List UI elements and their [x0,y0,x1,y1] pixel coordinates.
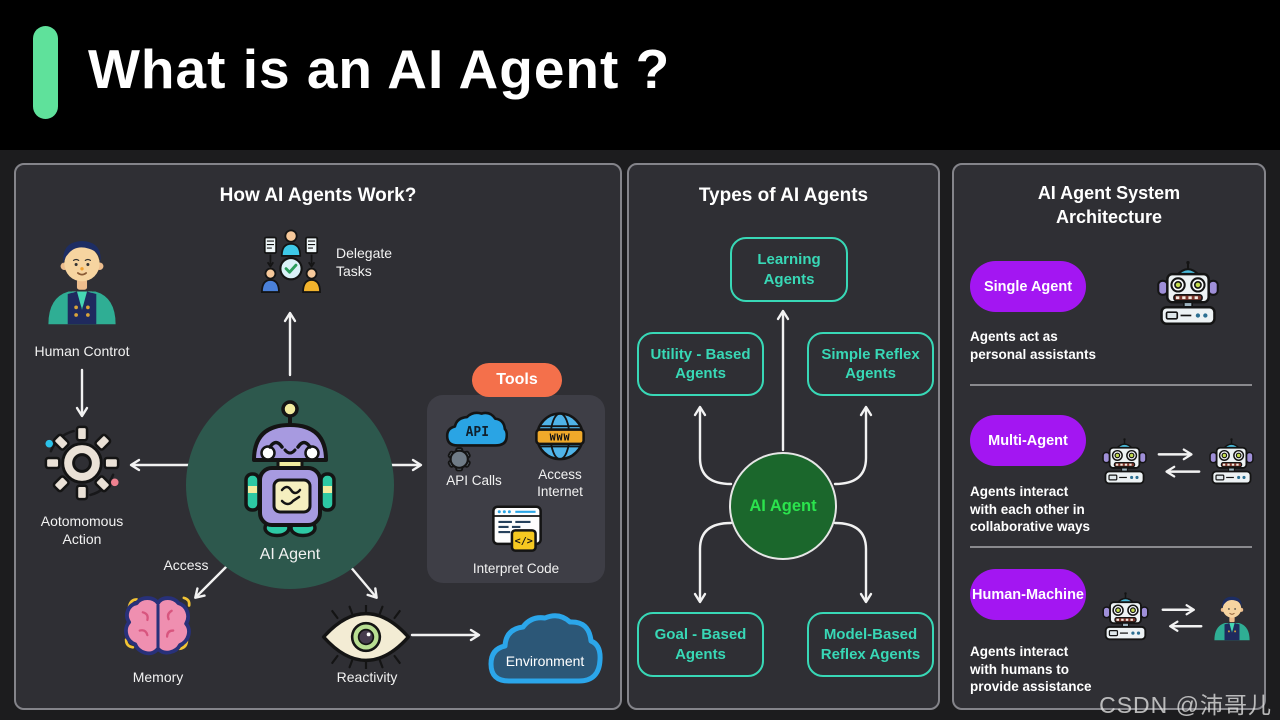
box-utility-based-agents: Utility - Based Agents [637,332,764,396]
cloud-icon [488,613,603,684]
accent-bar [33,26,58,119]
panel-how-ai-agents-work: How AI Agents Work? [14,163,622,710]
autonomous-action-label: Aotomomous Action [40,513,124,547]
api-calls-icon: API [445,411,508,472]
box-goal-based-agents: Goal - Based Agents [637,612,764,677]
environment-label: Environment [505,653,585,669]
divider-2 [970,546,1252,548]
code-badge-text: </> [515,536,533,547]
api-badge-text: API [466,425,489,440]
human-machine-person-icon [1214,596,1250,641]
ai-agent-label: AI Agent [259,546,321,563]
single-agent-robot-icon [1157,260,1219,325]
www-badge-text: WWW [550,433,571,444]
multi-agent-exchange-arrows [1157,448,1201,478]
human-machine-robot-icon [1102,592,1149,641]
ai-agent-robot-icon [244,400,336,538]
human-control-label: Human Controt [34,343,130,359]
reactivity-eye-icon [321,605,411,669]
tools-pill: Tools [472,363,562,397]
panel-architecture: AI Agent System Architecture Single Agen… [952,163,1266,710]
reactivity-label: Reactivity [336,669,398,685]
page-title: What is an AI Agent ? [88,38,671,100]
multi-agent-pill: Multi-Agent [970,415,1086,466]
panel-types-of-agents: Types of AI Agents Learning Agents Utili… [627,163,940,710]
api-calls-label: API Calls [446,473,502,488]
environment-cloud: Environment [483,609,607,689]
divider-1 [970,384,1252,386]
memory-label: Memory [132,669,184,685]
human-control-icon [48,241,116,325]
multi-agent-description: Agents interact with each other in colla… [970,484,1091,535]
access-label: Access [163,557,209,573]
delegate-tasks-icon [261,229,321,293]
single-agent-description: Agents act as personal assistants [970,329,1097,362]
multi-agent-robot-right-icon [1209,438,1254,485]
header: What is an AI Agent ? [0,0,1280,150]
single-agent-pill: Single Agent [970,261,1086,312]
panel-architecture-title: AI Agent System Architecture [1037,183,1181,228]
autonomous-action-icon [44,425,120,501]
box-simple-reflex-agents: Simple Reflex Agents [807,332,934,396]
panel-types-title: Types of AI Agents [698,185,869,206]
box-learning-agents: Learning Agents [730,237,848,302]
delegate-tasks-label: Delegate Tasks [336,245,393,279]
watermark: CSDN @沛哥儿 [1099,692,1272,718]
interpret-code-icon: </> [492,505,542,552]
types-center-circle: AI Agent [729,452,837,560]
panel-how-title: How AI Agents Work? [219,185,417,206]
human-machine-exchange-arrows [1161,604,1203,632]
box-model-based-reflex-agents: Model-Based Reflex Agents [807,612,934,677]
multi-agent-robot-left-icon [1102,438,1147,485]
access-internet-icon: WWW [535,412,585,461]
access-internet-label: Access Internet [537,467,583,499]
memory-brain-icon [124,596,191,656]
human-machine-pill: Human-Machine [970,569,1086,620]
interpret-code-label: Interpret Code [472,561,560,576]
human-machine-description: Agents interact with humans to provide a… [970,644,1092,695]
